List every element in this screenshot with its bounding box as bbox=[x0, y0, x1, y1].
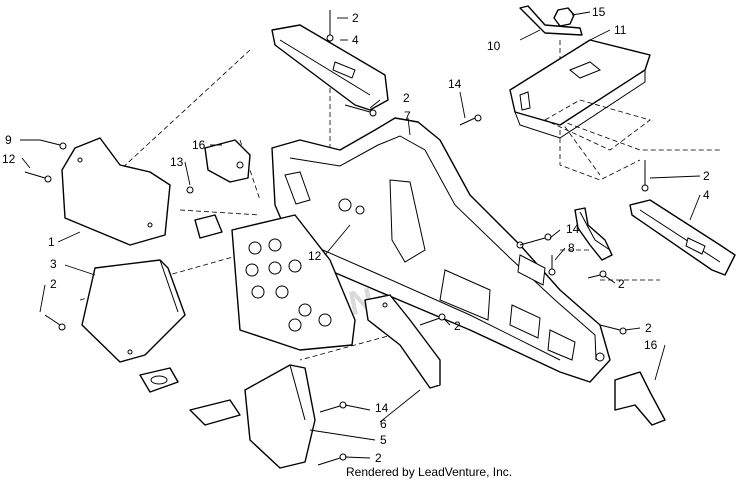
callout-14: 14 bbox=[566, 222, 580, 236]
grille-plate bbox=[231, 214, 356, 351]
side-panel-part-1 bbox=[61, 137, 171, 246]
callout-7: 7 bbox=[404, 109, 411, 123]
mounting-plate-part-11 bbox=[509, 39, 651, 139]
bracket-part-16-upper bbox=[204, 139, 251, 183]
callout-13: 13 bbox=[170, 155, 184, 169]
nut-part-15 bbox=[553, 7, 575, 27]
callout-16: 16 bbox=[192, 138, 206, 152]
callout-2: 2 bbox=[352, 11, 359, 25]
lower-plate-part-5 bbox=[244, 364, 316, 469]
callout-labels: 2 4 15 10 11 14 2 7 9 12 16 13 2 4 1 14 … bbox=[2, 5, 710, 465]
capsule-cover bbox=[139, 367, 179, 393]
callout-11: 11 bbox=[614, 23, 627, 37]
callout-8: 8 bbox=[568, 241, 575, 255]
harness-connector-part-8 bbox=[574, 207, 613, 261]
callout-14: 14 bbox=[448, 77, 462, 91]
callout-2: 2 bbox=[375, 451, 382, 465]
callout-2: 2 bbox=[645, 321, 652, 335]
callout-6: 6 bbox=[380, 417, 387, 431]
callout-14: 14 bbox=[375, 401, 389, 415]
small-block bbox=[194, 214, 223, 239]
callout-3: 3 bbox=[50, 257, 57, 271]
callout-12: 12 bbox=[308, 249, 322, 263]
upper-rail-bracket-part-4 bbox=[271, 24, 389, 111]
callout-2: 2 bbox=[703, 169, 710, 183]
strap-part-10 bbox=[519, 5, 583, 36]
callout-9: 9 bbox=[5, 133, 12, 147]
fasteners bbox=[24, 10, 649, 466]
callout-15: 15 bbox=[592, 5, 606, 19]
lower-bracket-part-6 bbox=[364, 294, 441, 389]
callout-4: 4 bbox=[703, 188, 710, 202]
callout-12: 12 bbox=[2, 152, 16, 166]
callout-5: 5 bbox=[380, 433, 387, 447]
leader-lines bbox=[20, 11, 701, 459]
foot-bracket bbox=[189, 399, 241, 426]
callout-2: 2 bbox=[454, 319, 461, 333]
main-frame-part-7 bbox=[271, 117, 611, 383]
callout-10: 10 bbox=[487, 39, 501, 53]
callout-4: 4 bbox=[352, 33, 359, 47]
callout-2: 2 bbox=[50, 277, 57, 291]
callout-2: 2 bbox=[403, 91, 410, 105]
credit-line: Rendered by LeadVenture, Inc. bbox=[346, 465, 513, 479]
lower-shield-part-3 bbox=[81, 259, 186, 363]
bracket-part-16-lower bbox=[614, 371, 666, 426]
shadow-box-outline bbox=[544, 99, 651, 181]
callout-2: 2 bbox=[618, 277, 625, 291]
callout-1: 1 bbox=[48, 235, 55, 249]
callout-16: 16 bbox=[644, 338, 658, 352]
side-rail-bracket-part-4 bbox=[629, 199, 736, 276]
